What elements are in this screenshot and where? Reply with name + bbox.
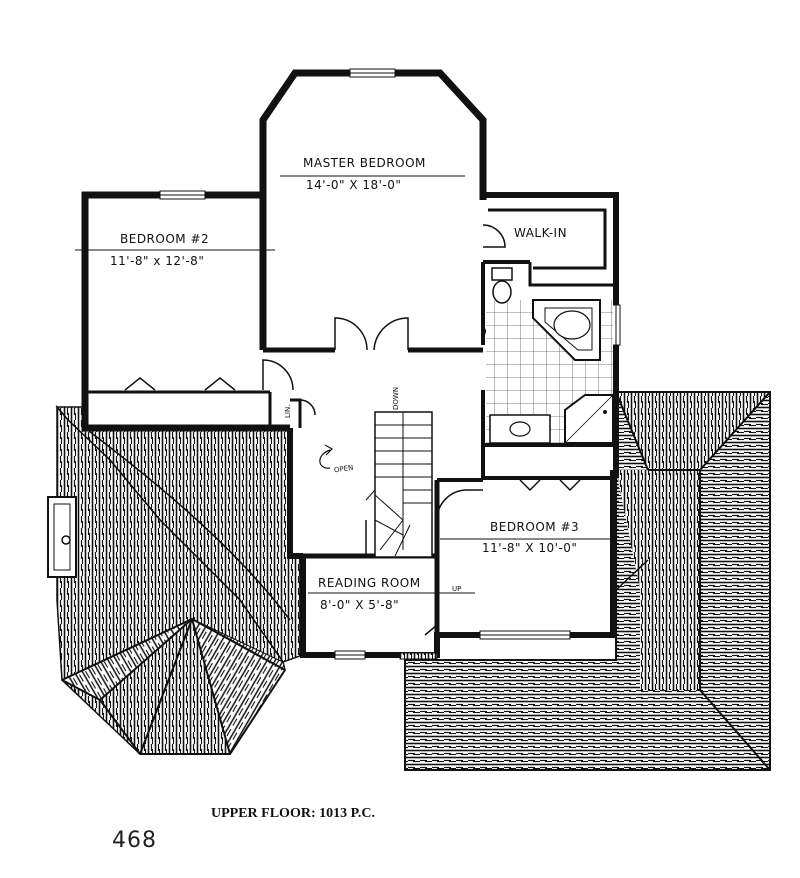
right-roof [404,391,771,771]
bedroom2-size: 11'-8" x 12'-8" [110,254,205,268]
staircase [319,411,433,558]
linen-closet-label: LIN. [284,404,292,418]
reading-room-name: READING ROOM [318,576,421,590]
turret-roof [60,617,286,756]
stair-up-label: UP [452,585,462,593]
toilet-icon [491,267,513,304]
reading-room-size: 8'-0" X 5'-8" [320,598,400,612]
chimney [47,496,77,578]
bathroom [486,267,614,444]
label-lines [75,175,610,594]
floor-caption: UPPER FLOOR: 1013 P.C. [211,806,375,821]
bathtub-icon [532,299,601,361]
walk-in-closet-label: WALK-IN [514,226,568,240]
left-roof [47,404,301,756]
master-bedroom-name: MASTER BEDROOM [303,156,426,170]
doors [124,224,581,636]
plan-number: 468 [112,828,157,853]
bedroom3-name: BEDROOM #3 [490,520,580,534]
bedroom3-size: 11'-8" X 10'-0" [482,541,578,555]
building-footprint [85,73,616,655]
shower-icon [564,394,614,444]
bedroom2-name: BEDROOM #2 [120,232,210,246]
stair-down-label: DOWN [392,386,400,410]
master-bedroom-size: 14'-0" X 18'-0" [306,178,402,192]
windows [159,68,621,660]
sink-icon [489,414,551,444]
